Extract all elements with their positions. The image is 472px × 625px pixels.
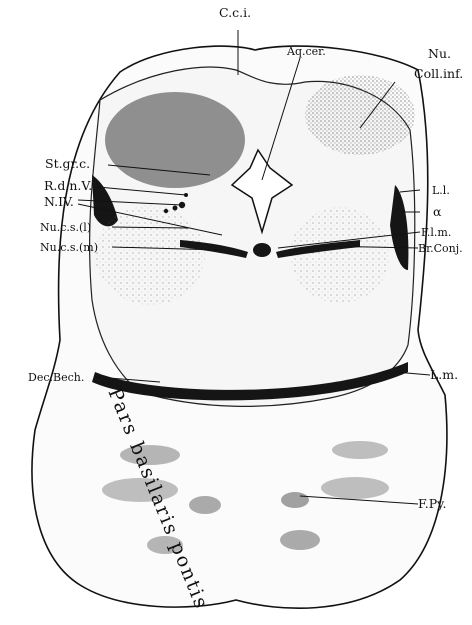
right-colliculus-shading <box>305 75 415 155</box>
label-decbech: Dec.Bech. <box>28 371 84 384</box>
label-alpha: α <box>433 204 442 219</box>
midline-dark-spot <box>253 243 271 257</box>
label-coll-inf: Coll.inf. <box>414 66 463 81</box>
label-fpy: F.Py. <box>418 496 447 511</box>
left-colliculus-shading <box>105 92 245 188</box>
label-stgrc: St.gr.c. <box>45 156 90 171</box>
label-nucsl: Nu.c.s.(l) <box>40 221 91 234</box>
label-brconj: Br.Conj. <box>418 242 463 255</box>
label-aqcer: Aq.cer. <box>286 45 326 58</box>
label-niv: N.IV. <box>44 194 74 209</box>
label-rdnv: R.d.n.V. <box>44 178 92 193</box>
label-nu: Nu. <box>428 46 451 61</box>
label-li: L.l. <box>432 184 450 197</box>
label-cci: C.c.i. <box>219 5 251 20</box>
label-nucsm: Nu.c.s.(m) <box>40 241 98 254</box>
niv-dot-3 <box>164 209 168 213</box>
label-flm: F.l.m. <box>421 226 451 239</box>
nucleus-centralis-right <box>290 207 390 303</box>
label-lm: L.m. <box>430 367 458 382</box>
niv-dot-2 <box>173 206 178 211</box>
